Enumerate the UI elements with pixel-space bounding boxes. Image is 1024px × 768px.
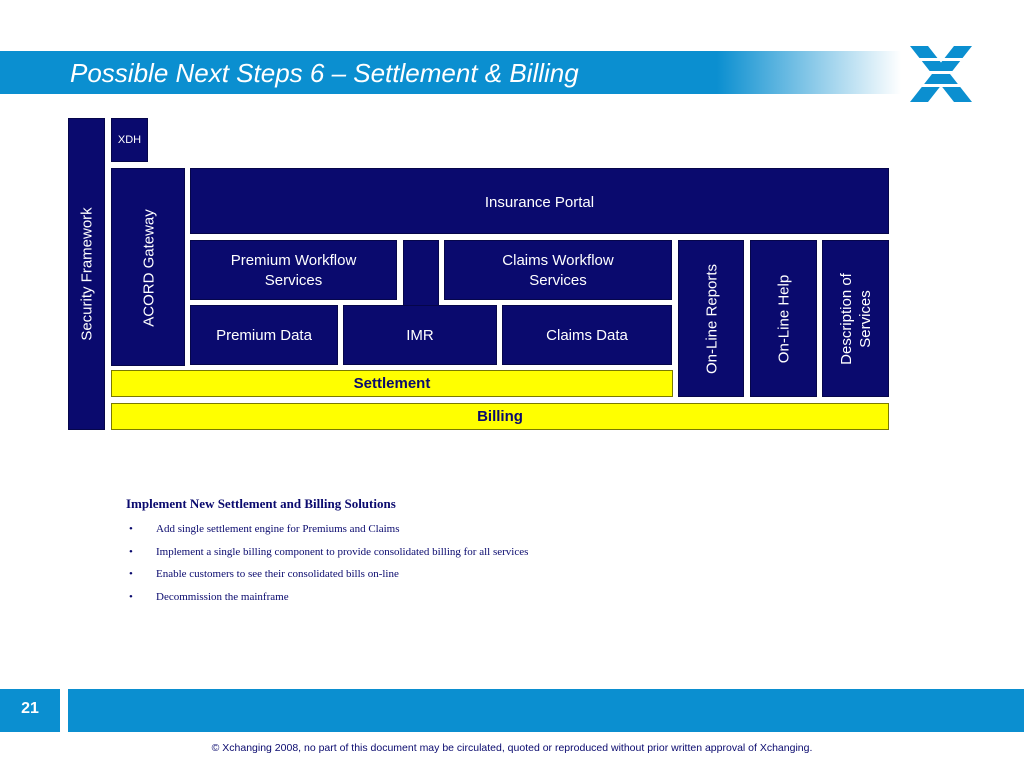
insurance-portal-box: Insurance Portal (190, 168, 889, 234)
premium-workflow-label: Premium Workflow Services (191, 251, 396, 291)
footer-bar (68, 689, 1024, 732)
imr-connector (403, 240, 439, 310)
imr-label: IMR (406, 327, 434, 344)
premium-data-label: Premium Data (216, 327, 312, 344)
online-help-label: On-Line Help (775, 274, 793, 364)
description-services-line-1: Description of (838, 273, 855, 365)
list-item: Enable customers to see their consolidat… (126, 563, 528, 586)
xdh-label: XDH (117, 134, 142, 146)
claims-data-box: Claims Data (502, 305, 672, 365)
notes-heading: Implement New Settlement and Billing Sol… (126, 496, 396, 511)
online-reports-box: On-Line Reports (678, 240, 744, 397)
description-services-line-2: Services (857, 290, 874, 348)
description-services-label: Description of Services (837, 273, 875, 365)
settlement-label: Settlement (353, 375, 431, 392)
claims-data-label: Claims Data (546, 327, 628, 344)
page-number-box (0, 689, 60, 732)
notes-section: Implement New Settlement and Billing Sol… (126, 496, 528, 608)
insurance-portal-label: Insurance Portal (484, 194, 595, 211)
claims-workflow-box: Claims Workflow Services (444, 240, 672, 300)
copyright-notice: © Xchanging 2008, no part of this docume… (211, 742, 813, 754)
description-services-box: Description of Services (822, 240, 889, 397)
list-item: Add single settlement engine for Premium… (126, 518, 528, 541)
title-bar (0, 51, 1024, 94)
xchanging-logo-icon (908, 46, 974, 102)
premium-workflow-line-2: Services (264, 272, 323, 289)
xdh-box: XDH (111, 118, 148, 162)
list-item: Decommission the mainframe (126, 586, 528, 609)
security-framework-label: Security Framework (78, 207, 96, 341)
acord-gateway-label: ACORD Gateway (140, 209, 158, 327)
premium-workflow-line-1: Premium Workflow (230, 252, 357, 269)
premium-data-box: Premium Data (190, 305, 338, 365)
claims-workflow-line-2: Services (529, 272, 587, 289)
acord-gateway-box: ACORD Gateway (111, 168, 185, 366)
claims-workflow-label: Claims Workflow Services (445, 251, 671, 291)
notes-list: Add single settlement engine for Premium… (126, 518, 528, 608)
page-number: 21 (21, 700, 39, 717)
online-help-box: On-Line Help (750, 240, 817, 397)
imr-box: IMR (343, 305, 497, 365)
premium-workflow-box: Premium Workflow Services (190, 240, 397, 300)
billing-box: Billing (111, 403, 889, 430)
slide-title: Possible Next Steps 6 – Settlement & Bil… (70, 58, 579, 88)
list-item: Implement a single billing component to … (126, 541, 528, 564)
settlement-box: Settlement (111, 370, 673, 397)
claims-workflow-line-1: Claims Workflow (502, 252, 614, 269)
security-framework-box: Security Framework (68, 118, 105, 430)
billing-label: Billing (477, 408, 523, 425)
online-reports-label: On-Line Reports (703, 263, 721, 375)
